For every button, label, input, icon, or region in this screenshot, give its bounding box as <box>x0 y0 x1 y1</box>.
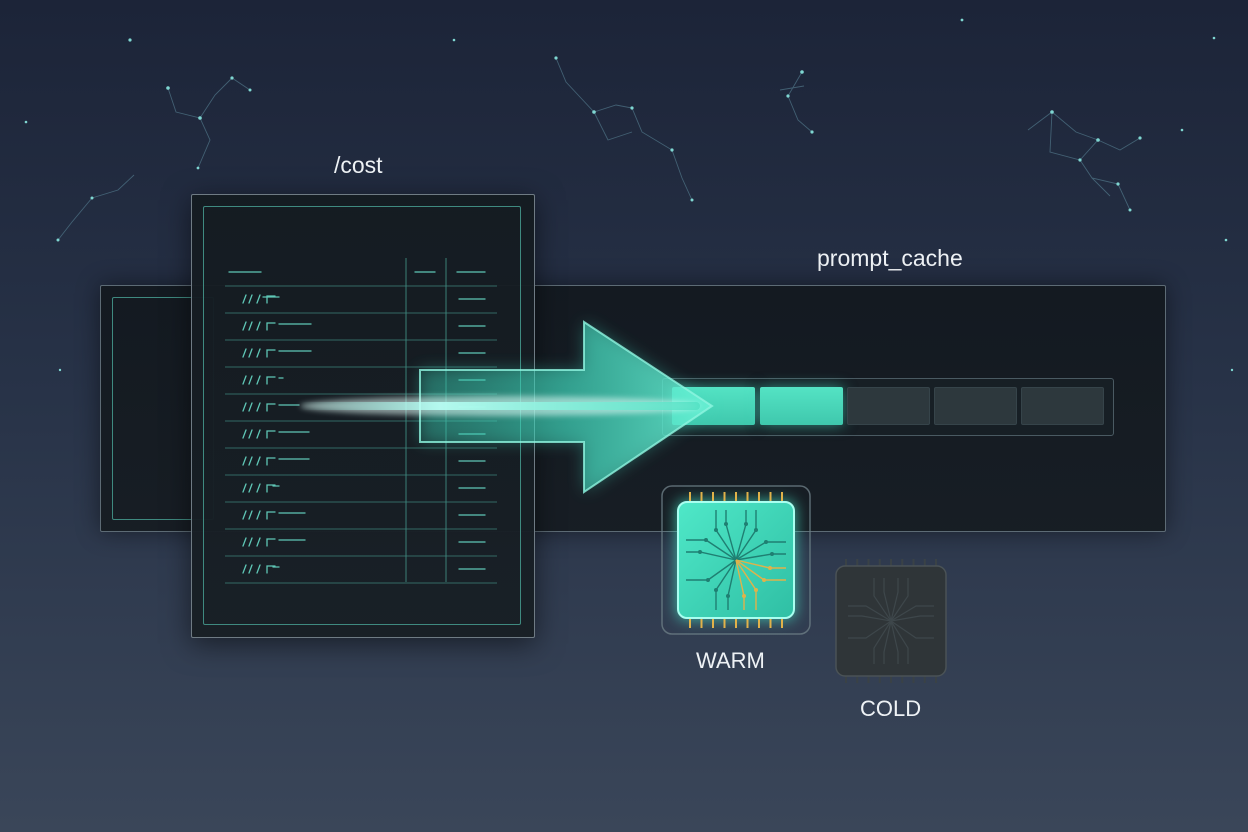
cache-slot <box>760 387 843 425</box>
cache-slot <box>934 387 1017 425</box>
cache-slot <box>847 387 930 425</box>
chip-warm-icon <box>661 485 811 635</box>
prompt-cache-label: prompt_cache <box>817 245 963 271</box>
cold-label: COLD <box>860 696 922 721</box>
cost-table <box>225 258 497 584</box>
cache-slot <box>1021 387 1104 425</box>
cost-label: /cost <box>334 152 383 178</box>
warm-label: WARM <box>696 648 765 673</box>
cache-slot <box>672 387 755 425</box>
chip-cold-icon <box>835 559 947 683</box>
